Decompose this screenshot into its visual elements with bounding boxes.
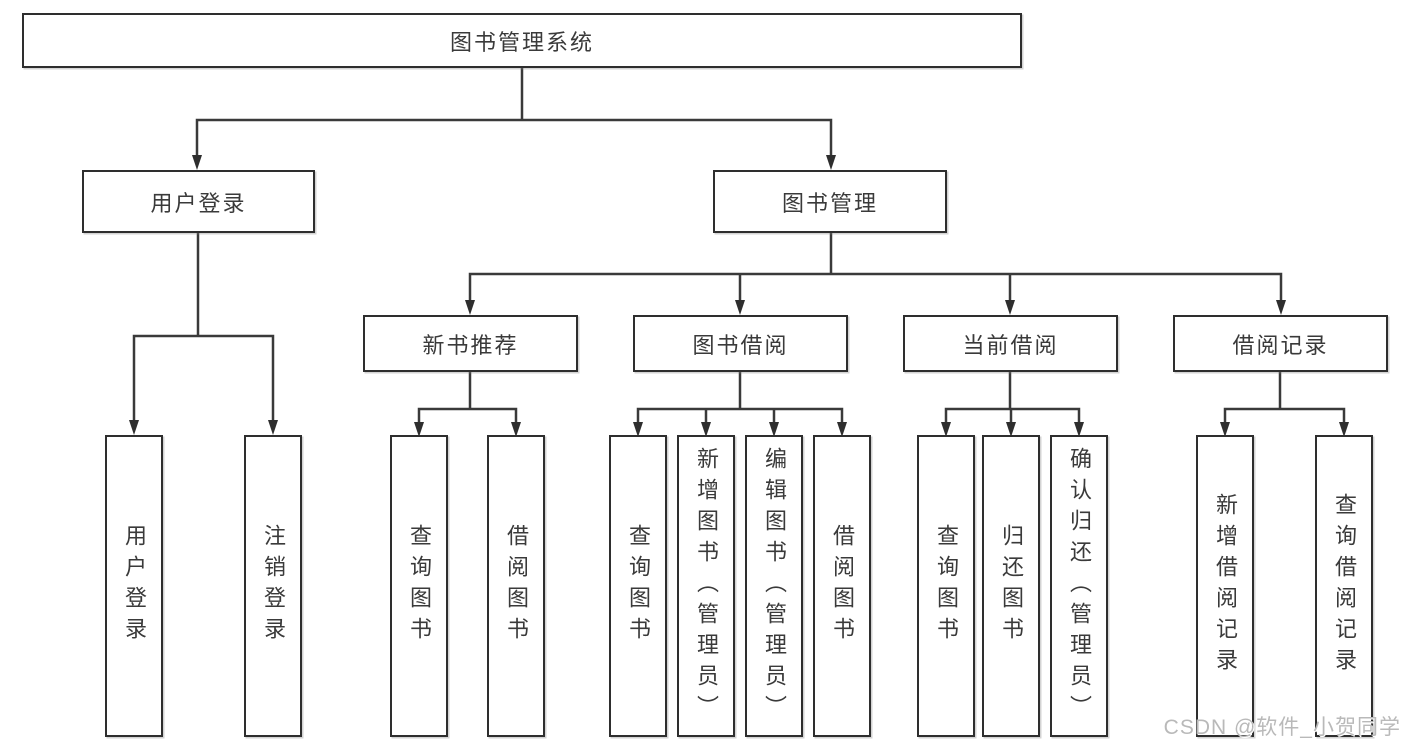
arrowhead [701, 422, 711, 437]
leaf-logout-label: 注销登录 [261, 524, 286, 648]
node-new-book-recommend: 新书推荐 [363, 315, 578, 372]
leaf-user-login: 用户登录 [105, 435, 163, 737]
leaf-query-borrow-record-label: 查询借阅记录 [1332, 493, 1357, 679]
node-book-management: 图书管理 [713, 170, 947, 233]
arrowhead [1220, 422, 1230, 437]
arrowhead [837, 422, 847, 437]
leaf-borrow-book-1: 借阅图书 [487, 435, 545, 737]
leaf-edit-book-admin: 编辑图书（管理员） [745, 435, 803, 737]
leaf-borrow-book-1-label: 借阅图书 [504, 524, 529, 648]
node-borrow-records: 借阅记录 [1173, 315, 1388, 372]
node-book-management-label: 图书管理 [781, 190, 878, 216]
arrowhead [1074, 422, 1084, 437]
arrowhead [414, 422, 424, 437]
arrowhead [511, 422, 521, 437]
arrowhead [633, 422, 643, 437]
leaf-query-book-3-label: 查询图书 [934, 524, 959, 648]
leaf-user-login-label: 用户登录 [122, 524, 147, 648]
arrowhead [465, 300, 475, 315]
leaf-borrow-book-2: 借阅图书 [813, 435, 871, 737]
leaf-query-borrow-record: 查询借阅记录 [1315, 435, 1373, 737]
csdn-watermark: CSDN @软件_小贺同学 [1163, 716, 1401, 739]
arrowhead [1339, 422, 1349, 437]
node-root: 图书管理系统 [22, 13, 1022, 68]
arrowhead [735, 300, 745, 315]
node-current-borrow-label: 当前借阅 [962, 332, 1059, 358]
node-user-login-label: 用户登录 [150, 190, 247, 216]
node-new-book-recommend-label: 新书推荐 [422, 332, 519, 358]
leaf-return-book: 归还图书 [982, 435, 1040, 737]
leaf-query-book-2-label: 查询图书 [626, 524, 651, 648]
arrowhead [769, 422, 779, 437]
leaf-query-book-1: 查询图书 [390, 435, 448, 737]
leaf-confirm-return-admin: 确认归还（管理员） [1050, 435, 1108, 737]
leaf-add-borrow-record-label: 新增借阅记录 [1213, 493, 1238, 679]
arrowhead [826, 155, 836, 170]
leaf-query-book-2: 查询图书 [609, 435, 667, 737]
connector-book-management-to-level3 [468, 233, 1283, 301]
node-current-borrow: 当前借阅 [903, 315, 1118, 372]
arrowhead [1005, 300, 1015, 315]
node-user-login: 用户登录 [82, 170, 315, 233]
arrowhead [1276, 300, 1286, 315]
node-borrow-records-label: 借阅记录 [1232, 332, 1329, 358]
arrowheads [129, 155, 1349, 437]
node-book-borrow: 图书借阅 [633, 315, 848, 372]
leaf-add-book-admin-label: 新增图书（管理员） [694, 446, 719, 726]
node-book-borrow-label: 图书借阅 [692, 332, 789, 358]
leaf-edit-book-admin-label: 编辑图书（管理员） [762, 446, 787, 726]
leaf-add-borrow-record: 新增借阅记录 [1196, 435, 1254, 737]
leaf-add-book-admin: 新增图书（管理员） [677, 435, 735, 737]
leaf-return-book-label: 归还图书 [999, 524, 1024, 648]
arrowhead [129, 420, 139, 435]
connector-new-book-recommend-to-leaves [417, 372, 518, 423]
leaf-confirm-return-admin-label: 确认归还（管理员） [1067, 446, 1092, 726]
leaf-borrow-book-2-label: 借阅图书 [830, 524, 855, 648]
connector-user-login-to-leaves [132, 233, 275, 421]
leaf-logout: 注销登录 [244, 435, 302, 737]
leaf-query-book-1-label: 查询图书 [407, 524, 432, 648]
connector-root-to-level2 [195, 68, 833, 156]
connector-current-borrow-to-leaves [944, 372, 1081, 423]
leaf-query-book-3: 查询图书 [917, 435, 975, 737]
arrowhead [192, 155, 202, 170]
connector-borrow-records-to-leaves [1223, 372, 1346, 423]
connector-book-borrow-to-leaves [636, 372, 844, 423]
node-root-label: 图书管理系统 [449, 29, 594, 55]
arrowhead [941, 422, 951, 437]
arrowhead [1006, 422, 1016, 437]
arrowhead [268, 420, 278, 435]
